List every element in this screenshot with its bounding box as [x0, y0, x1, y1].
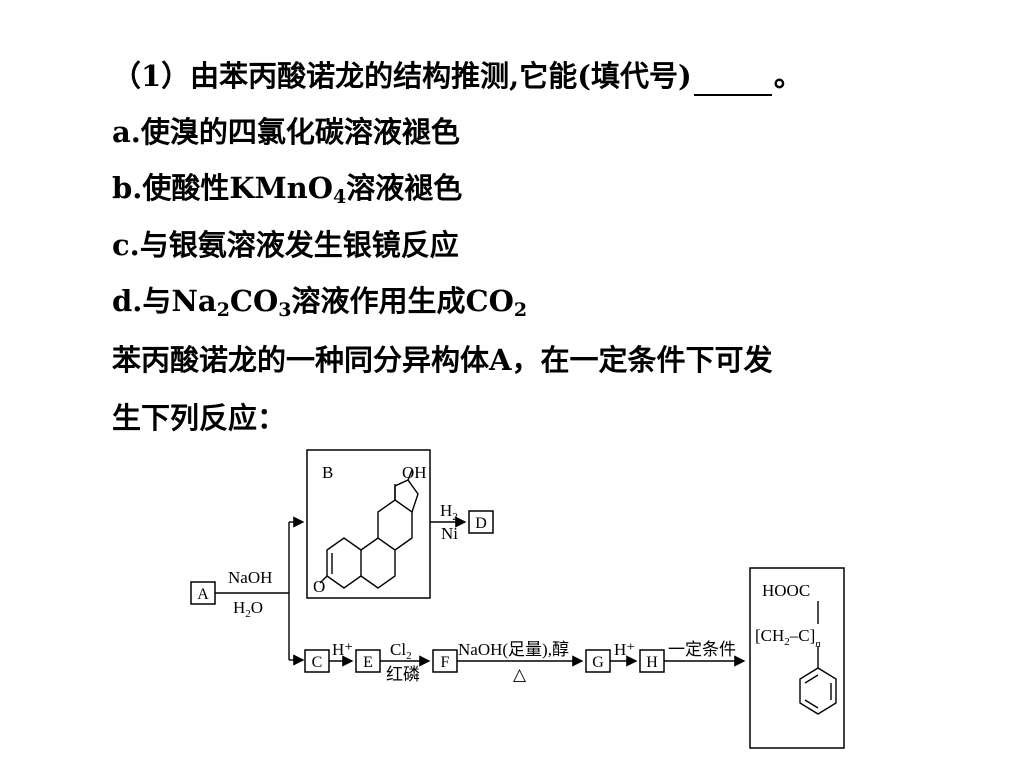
phenyl-ring [799, 667, 837, 715]
condition-label: 一定条件 [668, 640, 736, 659]
box-polymer [749, 567, 845, 749]
box-d [468, 510, 494, 534]
label-d: D [475, 515, 487, 532]
question-prompt: （1）由苯丙酸诺龙的结构推测,它能(填代号)。 [112, 56, 803, 96]
label-g: G [592, 654, 604, 671]
steroid-structure [319, 469, 419, 589]
option-b: b.使酸性KMnO4溶液褪色 [112, 171, 463, 208]
intro-line-1: 苯丙酸诺龙的一种同分异构体A，在一定条件下可发 [112, 343, 773, 377]
hplus-label-2: H⁺ [614, 640, 635, 659]
label-f: F [441, 654, 450, 671]
label-h: H [646, 654, 658, 671]
oh-label: OH [402, 463, 427, 482]
hplus-label-1: H⁺ [332, 640, 353, 659]
delta-label: △ [513, 665, 527, 684]
option-a: a.使溴的四氯化碳溶液褪色 [112, 115, 460, 149]
hooc-label: HOOC [762, 581, 810, 600]
polymer-label: [CH2–C]n [755, 626, 821, 650]
cl2-label: Cl2 [390, 640, 412, 662]
naoh-label: NaOH [228, 568, 272, 587]
label-a: A [197, 586, 209, 603]
naoh-excess-label: NaOH(足量),醇 [458, 640, 569, 659]
label-b: B [322, 463, 333, 482]
label-e: E [363, 654, 373, 671]
h2-label: H2 [440, 501, 458, 523]
red-p-label: 红磷 [386, 665, 420, 684]
option-d: d.与Na2CO3溶液作用生成CO2 [112, 284, 528, 321]
ni-label: Ni [441, 524, 458, 543]
o-label: O [313, 577, 325, 596]
label-c: C [312, 654, 323, 671]
h2o-label: H2O [233, 598, 263, 620]
answer-blank[interactable] [693, 68, 772, 96]
intro-line-2: 生下列反应： [112, 401, 287, 435]
option-c: c.与银氨溶液发生银镜反应 [112, 228, 459, 262]
